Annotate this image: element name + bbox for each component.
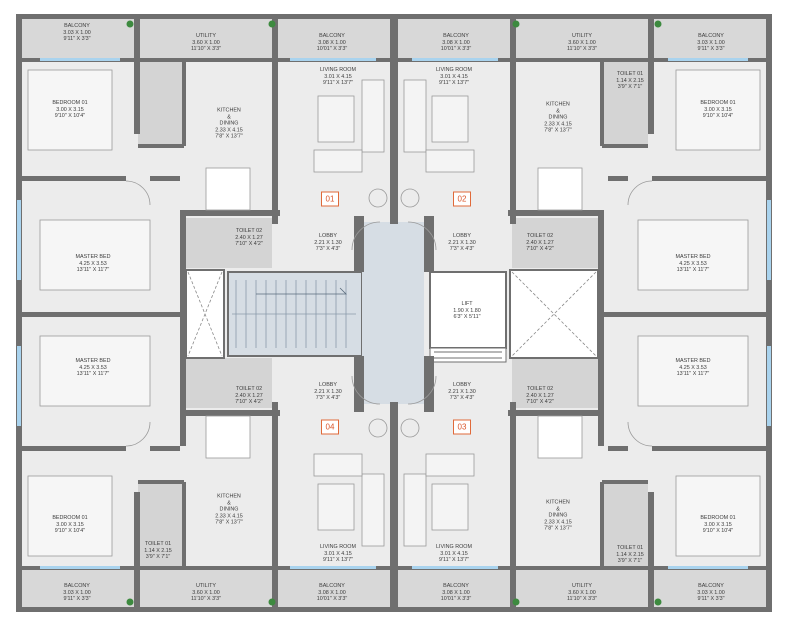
unit-number-02: 02 (453, 191, 471, 207)
duct-cross-lines (187, 271, 597, 357)
lift-bars (429, 347, 507, 363)
bed-furniture (27, 69, 761, 557)
unit-number-03: 03 (453, 419, 471, 435)
core-lobby (362, 222, 424, 404)
door-swings (125, 180, 653, 447)
dining-tables (205, 167, 583, 459)
walls (16, 14, 772, 612)
plant-icons (126, 20, 662, 606)
sofa-furniture (313, 79, 475, 547)
unit-number-04: 04 (321, 419, 339, 435)
windows (17, 58, 771, 569)
stair-treads (232, 280, 356, 348)
wet-areas (138, 62, 648, 566)
balcony-band-bottom (22, 570, 766, 610)
balcony-band-top (22, 18, 766, 58)
unit-number-01: 01 (321, 191, 339, 207)
